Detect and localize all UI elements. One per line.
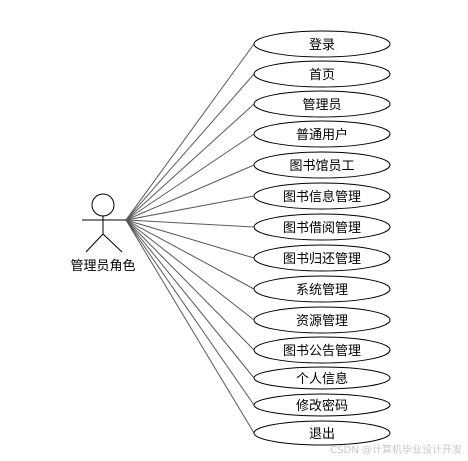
use-case-book-return-mgmt: 图书归还管理 [253, 244, 391, 272]
use-case-label: 修改密码 [296, 398, 348, 414]
use-case-ellipse [253, 244, 391, 272]
actor-right-leg [102, 233, 123, 253]
use-case-label: 退出 [309, 427, 335, 442]
association-line-book-return-mgmt [125, 219, 255, 259]
use-case-change-password: 修改密码 [253, 393, 391, 417]
use-case-label: 管理员 [302, 98, 341, 113]
use-case-system-mgmt: 系统管理 [253, 275, 391, 303]
use-case-ellipse [253, 275, 391, 303]
use-case-label: 登录 [309, 38, 335, 53]
use-case-ellipse [253, 366, 391, 390]
use-case-ellipse [253, 420, 391, 446]
use-case-label: 首页 [309, 68, 335, 83]
use-case-label: 图书归还管理 [283, 252, 361, 267]
association-line-library-staff [125, 164, 255, 221]
actor-left-leg [85, 233, 104, 253]
use-case-personal-info: 个人信息 [253, 366, 391, 390]
association-line-system-mgmt [125, 219, 255, 290]
use-case-resource-mgmt: 资源管理 [253, 306, 391, 334]
use-case-regular-user: 普通用户 [253, 120, 391, 148]
use-case-ellipse [253, 30, 391, 58]
watermark: CSDN @计算机毕业设计开发 [330, 443, 462, 456]
use-case-ellipse [253, 182, 391, 210]
association-line-regular-user [125, 133, 255, 221]
actor-head [91, 193, 115, 217]
use-case-label: 个人信息 [296, 371, 348, 387]
use-case-label: 图书馆员工 [289, 159, 354, 174]
actor-admin-role: 管理员角色 [70, 193, 136, 274]
association-line-book-info-mgmt [125, 195, 255, 221]
actor-label: 管理员角色 [70, 258, 135, 274]
use-case-label: 资源管理 [296, 314, 348, 329]
use-case-admin: 管理员 [253, 90, 391, 118]
use-case-ellipse [253, 393, 391, 417]
use-case-ellipse [253, 151, 391, 179]
use-case-book-notice-mgmt: 图书公告管理 [253, 336, 391, 364]
use-case-home: 首页 [253, 60, 391, 88]
use-case-label: 图书借阅管理 [283, 221, 361, 236]
association-line-home [125, 73, 255, 221]
use-case-label: 普通用户 [296, 127, 348, 143]
association-line-book-borrow-mgmt [125, 219, 255, 228]
use-case-ellipse [253, 213, 391, 241]
use-case-library-staff: 图书馆员工 [253, 151, 391, 179]
use-case-ellipse [253, 306, 391, 334]
use-cases: 登录首页管理员普通用户图书馆员工图书信息管理图书借阅管理图书归还管理系统管理资源… [253, 30, 391, 446]
association-line-admin [125, 103, 255, 221]
use-case-ellipse [253, 120, 391, 148]
association-line-logout [125, 219, 255, 434]
use-case-ellipse [253, 60, 391, 88]
use-case-book-info-mgmt: 图书信息管理 [253, 182, 391, 210]
use-case-label: 图书公告管理 [283, 344, 361, 359]
use-case-label: 图书信息管理 [283, 189, 361, 205]
association-lines [125, 43, 255, 434]
use-case-label: 系统管理 [296, 283, 348, 298]
use-case-logout: 退出 [253, 420, 391, 446]
association-line-book-notice-mgmt [125, 219, 255, 351]
association-line-personal-info [125, 219, 255, 379]
association-line-login [125, 43, 255, 221]
association-line-resource-mgmt [125, 219, 255, 321]
use-case-book-borrow-mgmt: 图书借阅管理 [253, 213, 391, 241]
use-case-login: 登录 [253, 30, 391, 58]
association-line-change-password [125, 219, 255, 406]
use-case-ellipse [253, 90, 391, 118]
use-case-ellipse [253, 336, 391, 364]
